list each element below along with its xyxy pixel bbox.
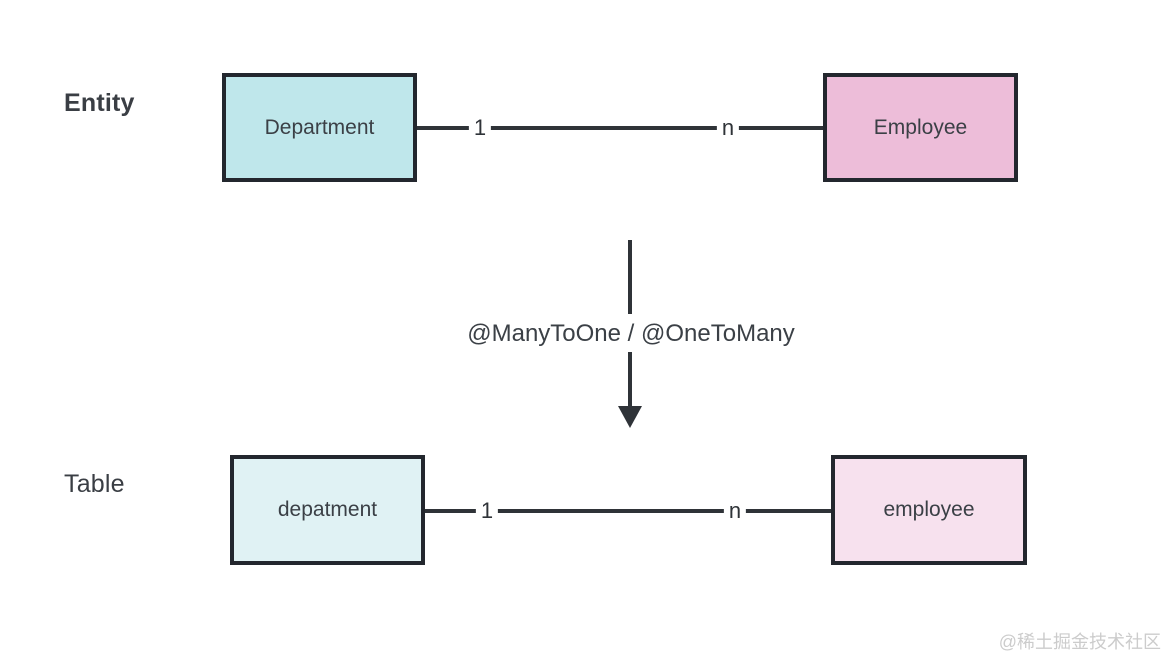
- table-cardinality-one: 1: [475, 499, 499, 523]
- table-relationship-line: [425, 509, 831, 513]
- mapping-arrow-line-top: [628, 240, 632, 314]
- entity-row-label: Entity: [64, 89, 135, 117]
- entity-cardinality-one: 1: [468, 116, 492, 140]
- mapping-arrow-line-bottom: [628, 352, 632, 408]
- entity-department-label: Department: [264, 115, 375, 139]
- table-employee-box: employee: [831, 455, 1027, 565]
- table-depatment-label: depatment: [277, 498, 378, 521]
- entity-employee-box: Employee: [823, 73, 1018, 182]
- entity-relationship-line: [417, 126, 823, 130]
- watermark: @稀土掘金技术社区: [998, 632, 1161, 652]
- entity-department-box: Department: [222, 73, 417, 182]
- table-employee-label: employee: [883, 498, 975, 521]
- table-depatment-box: depatment: [230, 455, 425, 565]
- arrow-down-icon: [618, 406, 642, 428]
- entity-cardinality-n: n: [716, 116, 740, 140]
- mapping-annotation-label: @ManyToOne / @OneToMany: [459, 318, 803, 350]
- table-row-label: Table: [64, 470, 125, 498]
- entity-employee-label: Employee: [873, 115, 968, 139]
- table-cardinality-n: n: [723, 499, 747, 523]
